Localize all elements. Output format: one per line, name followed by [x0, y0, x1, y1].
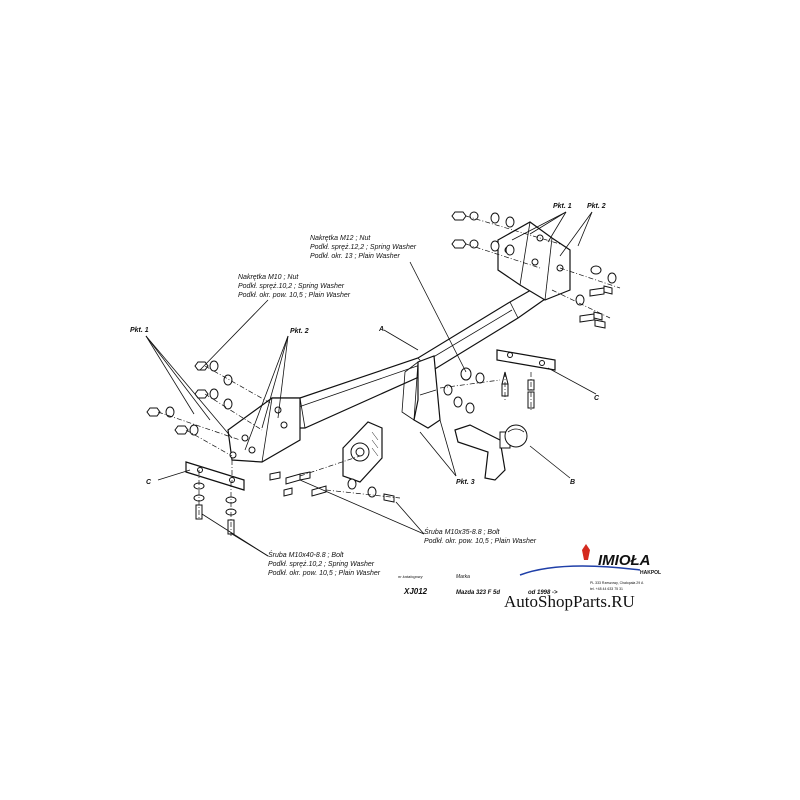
note-nut-m10-line: Podkł. spręż.10,2 ; Spring Washer — [238, 283, 345, 290]
from-value: od 1998 -> — [528, 590, 558, 596]
label-part-a: A — [378, 326, 384, 333]
brand-address: PL 333 Rzeszowy, Chałopała 29 A — [590, 581, 644, 585]
note-nut-m12-line: Podkł. okr. 13 ; Plain Washer — [310, 253, 401, 260]
strap-plate-left — [185, 461, 245, 491]
label-pkt2-left: Pkt. 2 — [290, 328, 309, 335]
fasteners-right-bolts — [551, 265, 621, 329]
brand-logo: IMIOŁA HAKPOL PL 333 Rzeszowy, Chałopała… — [519, 544, 661, 591]
strap-plate-right — [496, 349, 556, 371]
fasteners-left — [146, 360, 273, 457]
label-part-c-right: C — [594, 395, 600, 402]
note-nut-m12-line: Nakrętka M12 ; Nut — [310, 235, 371, 242]
label-pkt3: Pkt. 3 — [456, 479, 475, 486]
right-bracket — [497, 221, 571, 301]
label-part-b: B — [570, 479, 575, 486]
note-bolt-m10x40-line: Podkł. okr. pow. 10,5 ; Plain Washer — [268, 570, 381, 577]
brand-name: IMIOŁA — [598, 552, 651, 569]
note-bolt-m10x35-line: Podkł. okr. pow. 10,5 ; Plain Washer — [424, 538, 537, 545]
note-bolt-m10x40: Śruba M10x40-8.8 ; Bolt Podkł. spręż.10,… — [268, 550, 381, 577]
note-nut-m12-line: Podkł. spręż.12,2 ; Spring Washer — [310, 244, 417, 251]
catalog-value: XJ012 — [403, 587, 428, 596]
ball-hitch-b — [454, 424, 528, 481]
label-part-c-left: C — [146, 479, 152, 486]
fasteners-right-top — [451, 211, 561, 269]
leader-lines — [145, 211, 597, 557]
brand-phone: tel. +48 44 633 75 31 — [590, 587, 623, 591]
note-nut-m10-line: Nakrętka M10 ; Nut — [238, 274, 299, 281]
label-pkt1-left: Pkt. 1 — [130, 327, 149, 334]
make-value: Mazda 323 F 5d — [456, 590, 500, 596]
label-pkt1-right: Pkt. 1 — [553, 203, 572, 210]
watermark-text: AutoShopParts.RU — [504, 592, 635, 611]
brand-sub: HAKPOL — [640, 570, 661, 576]
note-bolt-m10x35: Śruba M10x35-8.8 ; Bolt Podkł. okr. pow.… — [424, 527, 537, 545]
left-bracket — [227, 397, 301, 463]
note-bolt-m10x40-line: Śruba M10x40-8.8 ; Bolt — [268, 550, 345, 559]
note-nut-m10-line: Podkł. okr. pow. 10,5 ; Plain Washer — [238, 292, 351, 299]
socket-plate — [342, 421, 383, 483]
catalog-header: nr katalogowy — [398, 574, 424, 579]
info-block: nr katalogowy XJ012 Marka Mazda 323 F 5d… — [398, 574, 558, 596]
fasteners-lower — [269, 455, 401, 503]
brand-swoosh — [519, 565, 641, 576]
center-bracket — [401, 355, 441, 429]
note-nut-m12: Nakrętka M12 ; Nut Podkł. spręż.12,2 ; S… — [310, 235, 417, 260]
make-header: Marka — [456, 574, 470, 580]
note-bolt-m10x35-line: Śruba M10x35-8.8 ; Bolt — [424, 527, 501, 536]
fasteners-bottom — [193, 460, 237, 536]
brand-icon — [582, 544, 590, 560]
label-pkt2-right: Pkt. 2 — [587, 203, 606, 210]
note-nut-m10: Nakrętka M10 ; Nut Podkł. spręż.10,2 ; S… — [238, 274, 351, 299]
fasteners-center — [439, 367, 535, 414]
note-bolt-m10x40-line: Podkł. spręż.10,2 ; Spring Washer — [268, 561, 375, 568]
